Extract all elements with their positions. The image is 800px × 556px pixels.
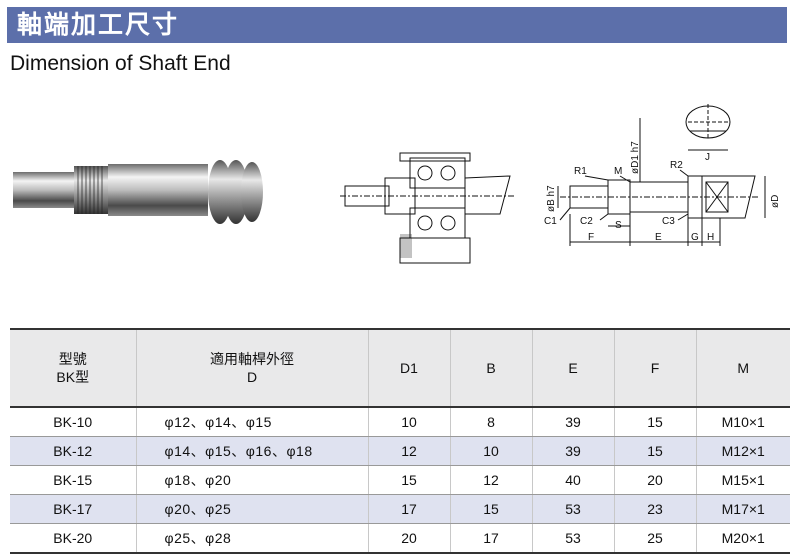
cell-b: 12 [449, 465, 532, 495]
cell-dia: φ14、φ15、φ16、φ18 [135, 436, 368, 466]
label-bh7: øB h7 [546, 185, 557, 212]
table-row: BK-15 φ18、φ20 15 12 40 20 M15×1 [10, 465, 790, 495]
header-model-line2: BK型 [56, 369, 90, 385]
page-title: 軸端加工尺寸 [17, 10, 180, 39]
section-title-bar: 軸端加工尺寸 [7, 7, 787, 43]
cell-d1: 10 [367, 407, 450, 437]
label-h: H [707, 232, 714, 243]
header-e: E [531, 328, 614, 408]
label-m: M [614, 166, 622, 177]
cell-model: BK-15 [10, 465, 136, 495]
cell-e: 39 [531, 436, 614, 466]
cell-model: BK-20 [10, 523, 136, 554]
header-shaft-diameter: 適用軸桿外徑 D [135, 328, 368, 408]
label-g: G [691, 232, 699, 243]
label-r1: R1 [574, 166, 587, 177]
cell-b: 8 [449, 407, 532, 437]
cell-model: BK-12 [10, 436, 136, 466]
cell-m: M10×1 [695, 407, 790, 437]
label-d: øD [770, 195, 781, 208]
cell-m: M12×1 [695, 436, 790, 466]
header-d1: D1 [367, 328, 450, 408]
cell-dia: φ25、φ28 [135, 523, 368, 554]
cell-f: 23 [613, 494, 696, 524]
cell-e: 39 [531, 407, 614, 437]
header-f: F [613, 328, 696, 408]
ball-screw-shaft-image [13, 160, 263, 224]
label-d1h7: øD1 h7 [630, 141, 641, 174]
cell-e: 40 [531, 465, 614, 495]
header-b: B [449, 328, 532, 408]
label-j: J [705, 152, 710, 163]
shaft-end-dimension-diagram: R1 M R2 øD1 h7 øB h7 C1 C2 S C3 F E G H … [544, 104, 781, 246]
cell-d1: 20 [367, 523, 450, 554]
cell-d1: 15 [367, 465, 450, 495]
cell-m: M15×1 [695, 465, 790, 495]
cell-d1: 17 [367, 494, 450, 524]
cell-dia: φ12、φ14、φ15 [135, 407, 368, 437]
cell-d1: 12 [367, 436, 450, 466]
table-header-row: 型號 BK型 適用軸桿外徑 D D1 B E F M [10, 328, 790, 408]
header-m: M [695, 328, 790, 408]
cell-f: 15 [613, 436, 696, 466]
cell-dia: φ20、φ25 [135, 494, 368, 524]
label-r2: R2 [670, 160, 683, 171]
cell-b: 17 [449, 523, 532, 554]
cell-dia: φ18、φ20 [135, 465, 368, 495]
label-c2: C2 [580, 216, 593, 227]
cell-model: BK-10 [10, 407, 136, 437]
header-model: 型號 BK型 [10, 328, 136, 408]
cell-m: M17×1 [695, 494, 790, 524]
header-model-line1: 型號 [58, 351, 87, 367]
cell-f: 20 [613, 465, 696, 495]
label-s: S [615, 220, 622, 231]
header-dia-line2: D [246, 369, 258, 385]
cell-e: 53 [531, 494, 614, 524]
cell-b: 10 [449, 436, 532, 466]
cell-m: M20×1 [695, 523, 790, 554]
cell-f: 25 [613, 523, 696, 554]
table-row: BK-10 φ12、φ14、φ15 10 8 39 15 M10×1 [10, 407, 790, 437]
label-c1: C1 [544, 216, 557, 227]
shaft-end-dimension-table: 型號 BK型 適用軸桿外徑 D D1 B E F M BK-10 φ12、φ14… [10, 328, 790, 554]
label-e: E [655, 232, 662, 243]
cell-model: BK-17 [10, 494, 136, 524]
cell-f: 15 [613, 407, 696, 437]
cell-b: 15 [449, 494, 532, 524]
page-subtitle: Dimension of Shaft End [10, 52, 231, 75]
table-row: BK-12 φ14、φ15、φ16、φ18 12 10 39 15 M12×1 [10, 436, 790, 466]
bearing-support-diagram [340, 152, 515, 264]
label-c3: C3 [662, 216, 675, 227]
table-row: BK-20 φ25、φ28 20 17 53 25 M20×1 [10, 523, 790, 554]
label-f: F [588, 232, 594, 243]
cell-e: 53 [531, 523, 614, 554]
table-row: BK-17 φ20、φ25 17 15 53 23 M17×1 [10, 494, 790, 524]
header-dia-line1: 適用軸桿外徑 [210, 351, 294, 367]
